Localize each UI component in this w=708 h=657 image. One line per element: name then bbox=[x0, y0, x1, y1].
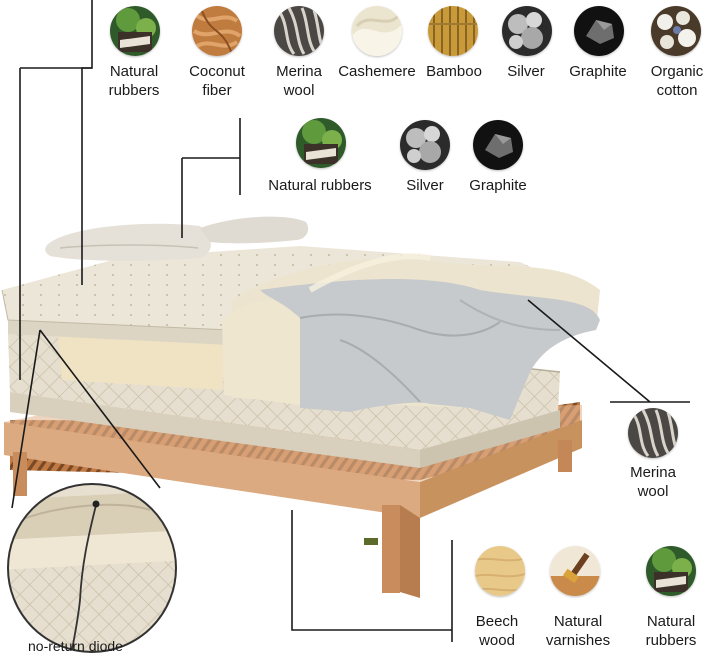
frame-label-natural-rubbers: Natural rubbers bbox=[646, 612, 697, 650]
silver-icon bbox=[502, 6, 552, 56]
frame-label-natural-varnishes: Natural varnishes bbox=[546, 612, 610, 650]
top-label-coconut-fiber: Coconut fiber bbox=[189, 62, 245, 100]
graphite-icon bbox=[574, 6, 624, 56]
label-text: Natural rubbers bbox=[645, 613, 697, 649]
varnish-icon bbox=[550, 546, 600, 596]
merina-wool-icon bbox=[274, 6, 324, 56]
diode-detail-inset bbox=[7, 483, 177, 653]
bamboo-icon bbox=[428, 6, 478, 56]
label-text: Silver bbox=[507, 63, 545, 80]
top-label-bamboo: Bamboo bbox=[426, 62, 482, 81]
pillow-label-natural-rubbers: Natural rubbers bbox=[268, 177, 372, 194]
label-text: Coconut fiber bbox=[189, 63, 245, 99]
top-label-organic-cotton: Organic cotton bbox=[651, 62, 704, 100]
graphite-icon bbox=[473, 120, 523, 170]
organic-cotton-icon bbox=[651, 6, 701, 56]
top-label-cashmere: Cashemere bbox=[338, 62, 416, 81]
natural-rubber-icon bbox=[110, 6, 160, 56]
pillow-label-graphite: Graphite bbox=[469, 177, 527, 194]
top-label-silver: Silver bbox=[507, 62, 545, 81]
label-text: Merina wool bbox=[630, 464, 676, 500]
coconut-fiber-icon bbox=[192, 6, 242, 56]
label-text: Cashemere bbox=[338, 63, 416, 80]
natural-rubber-icon bbox=[296, 118, 346, 168]
pillows bbox=[45, 216, 309, 261]
wool-and-sheet bbox=[222, 253, 600, 420]
label-line-1: Natural rubbers bbox=[108, 63, 160, 99]
diode-caption: no-return diode bbox=[28, 638, 123, 654]
frame-label-beech-wood: Beech wood bbox=[476, 612, 519, 650]
top-label-merina-wool: Merina wool bbox=[276, 62, 322, 100]
top-label-graphite: Graphite bbox=[569, 62, 627, 81]
side-label-merina-wool: Merina wool bbox=[630, 463, 676, 501]
label-text: Bamboo bbox=[426, 63, 482, 80]
silver-icon bbox=[400, 120, 450, 170]
label-text: Organic cotton bbox=[650, 63, 704, 99]
beech-wood-icon bbox=[475, 546, 525, 596]
top-label-natural-rubbers: Natural rubbers bbox=[109, 62, 160, 100]
cashmere-icon bbox=[352, 6, 402, 56]
label-text: Beech wood bbox=[475, 613, 519, 649]
merina-wool-icon bbox=[628, 408, 678, 458]
pillow-label-silver: Silver bbox=[406, 177, 444, 194]
label-text: Natural varnishes bbox=[545, 613, 611, 649]
callout-lines bbox=[11, 0, 690, 642]
label-text: Graphite bbox=[569, 63, 627, 80]
label-text: Merina wool bbox=[276, 63, 322, 99]
natural-rubber-icon bbox=[646, 546, 696, 596]
